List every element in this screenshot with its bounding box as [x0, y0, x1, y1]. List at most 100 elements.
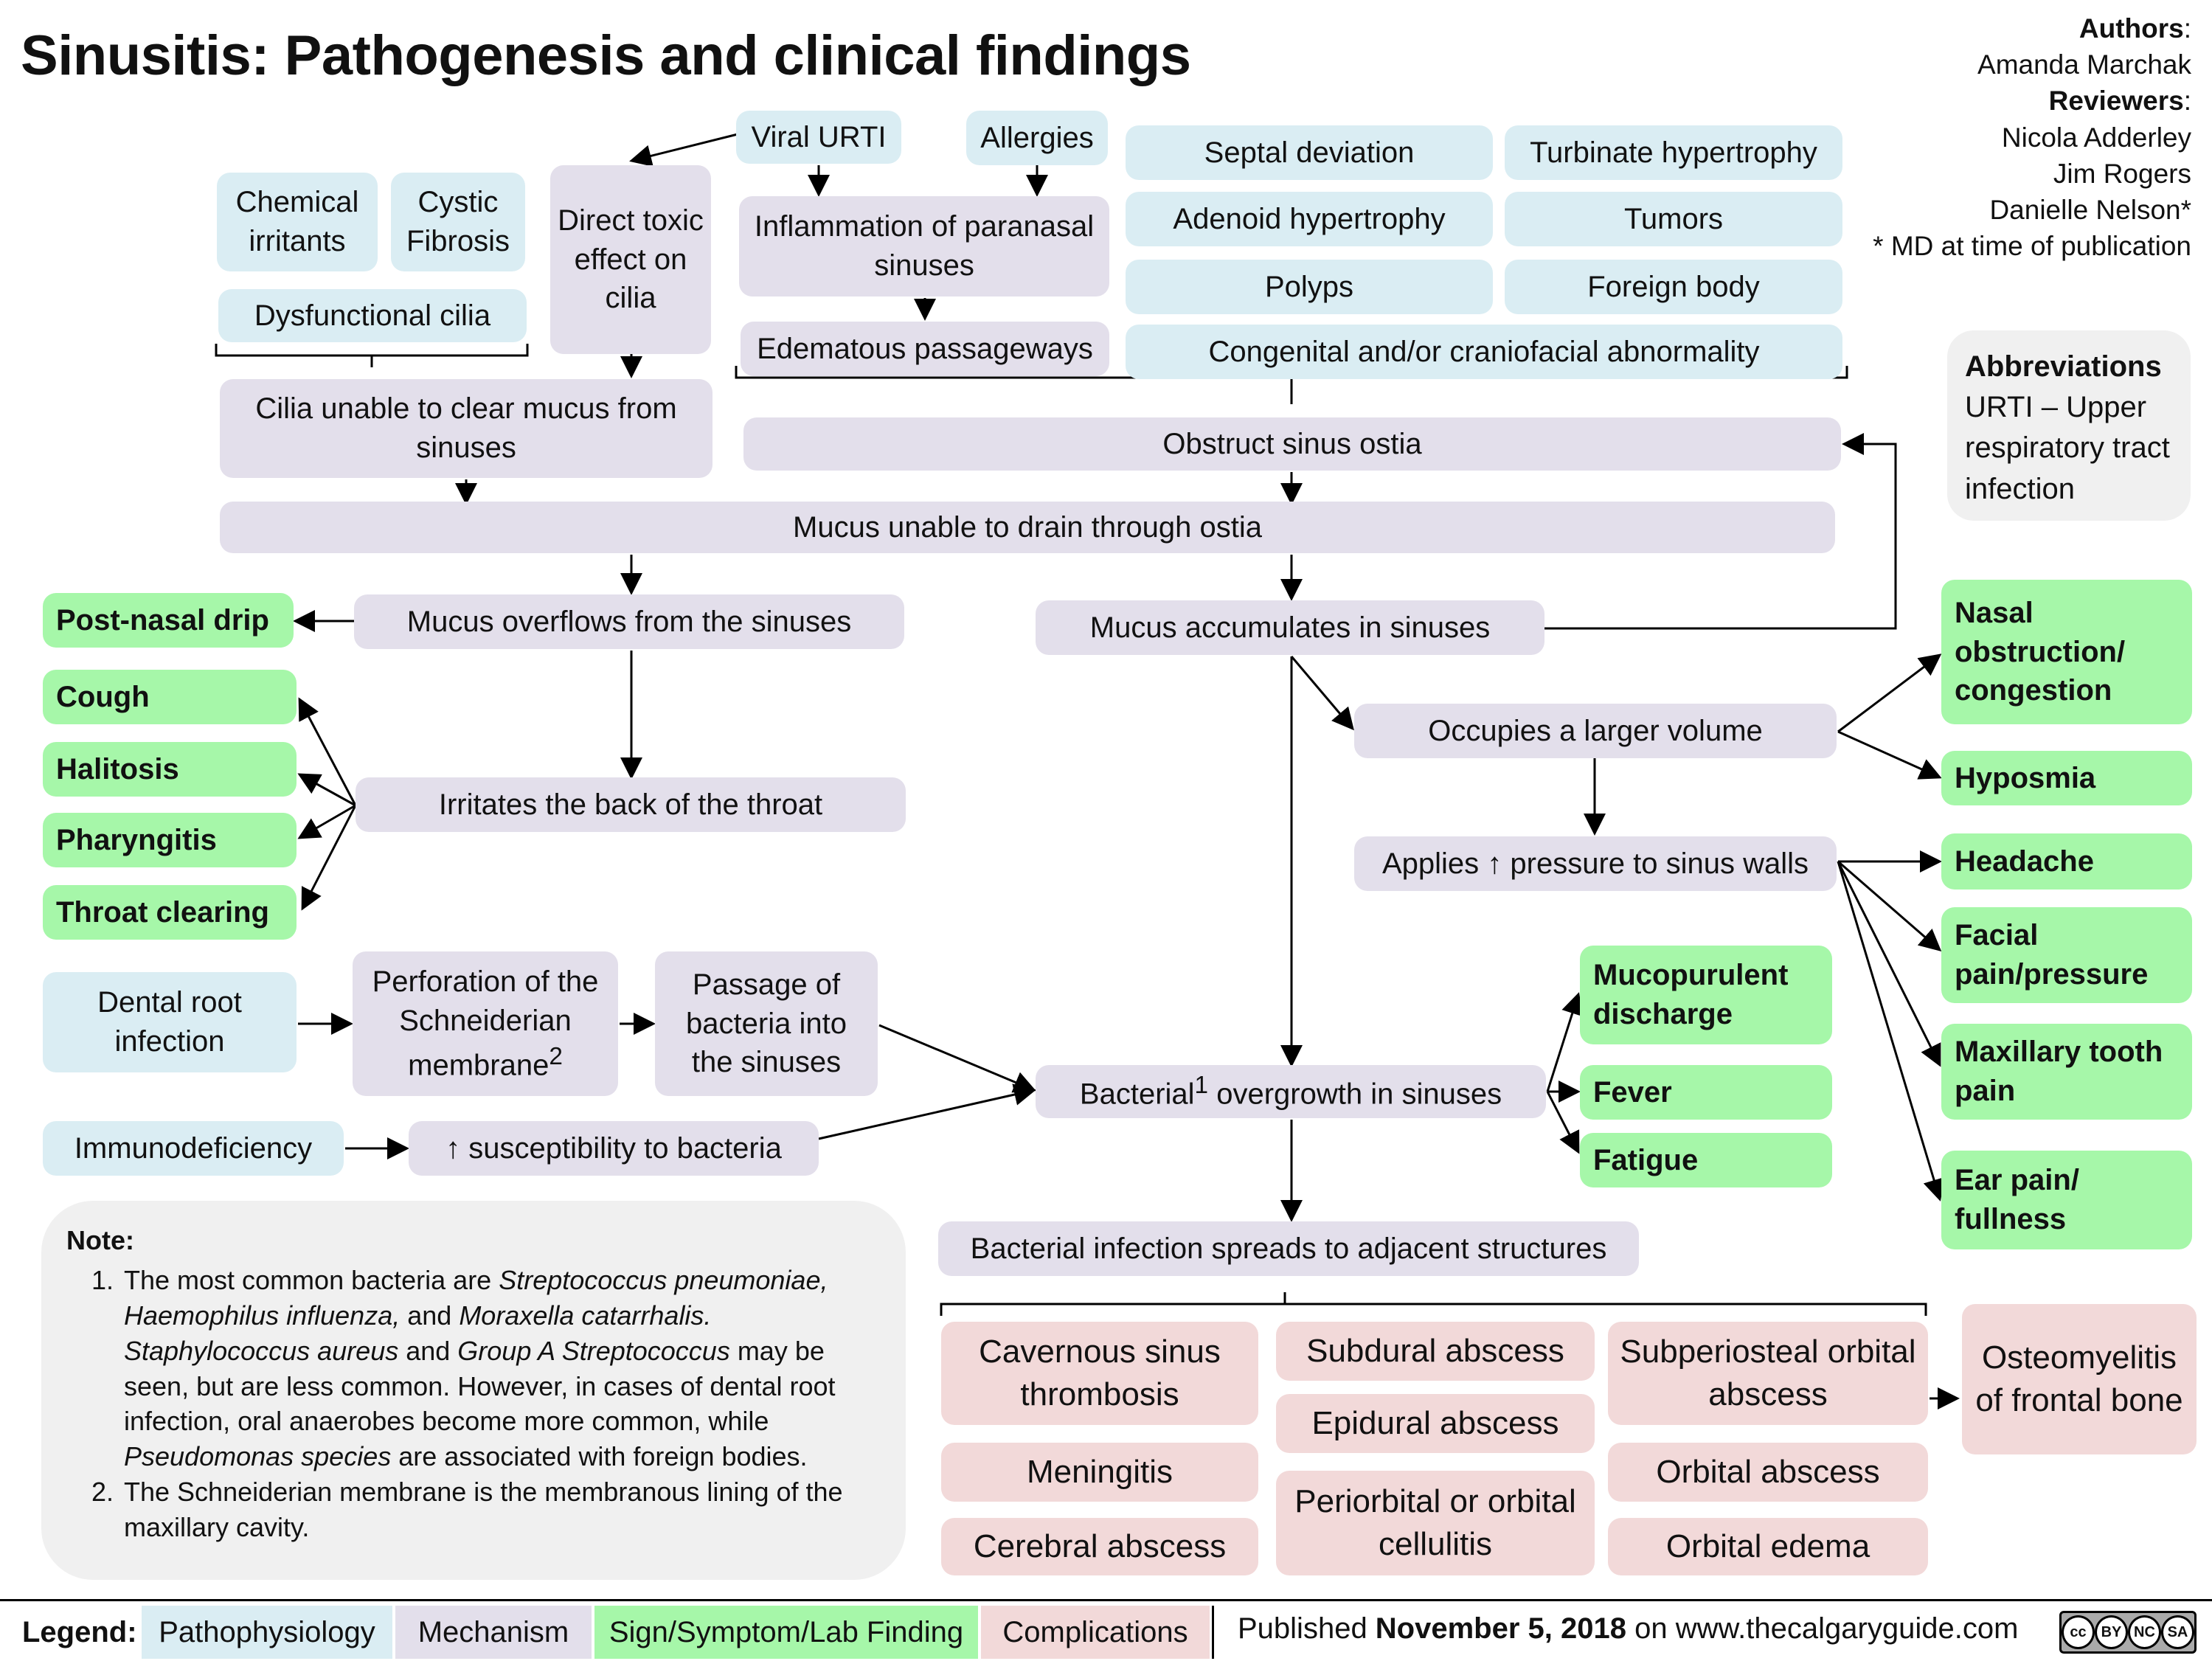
note-item-1: The most common bacteria are Streptococc… — [121, 1263, 882, 1474]
abbreviations-text: URTI – Upper respiratory tract infection — [1965, 391, 2170, 505]
node-congenital: Congenital and/or craniofacial abnormali… — [1126, 325, 1842, 379]
complication-epidural-abscess: Epidural abscess — [1276, 1394, 1595, 1453]
legend-divider — [1212, 1606, 1214, 1659]
sign-pharyngitis: Pharyngitis — [43, 813, 297, 867]
legend-complications: Complications — [981, 1606, 1210, 1659]
node-dental-root-infection: Dental root infection — [43, 972, 297, 1072]
node-susceptibility: ↑ susceptibility to bacteria — [409, 1121, 819, 1176]
node-passage-of-bacteria: Passage of bacteria into the sinuses — [655, 951, 878, 1096]
arrow-irritates-to-cough — [298, 697, 357, 806]
abbreviations-panel: Abbreviations URTI – Upper respiratory t… — [1947, 330, 2191, 521]
bacterial-label-a: Bacterial — [1079, 1078, 1195, 1111]
node-septal-deviation: Septal deviation — [1126, 125, 1493, 180]
reviewer-name: Jim Rogers — [2053, 158, 2191, 189]
node-occupies-larger-volume: Occupies a larger volume — [1354, 704, 1837, 758]
arrow-irritates-to-pharyngitis — [297, 804, 356, 839]
complication-meningitis: Meningitis — [941, 1443, 1258, 1502]
node-direct-toxic-effect: Direct toxic effect on cilia — [550, 165, 711, 354]
arrow-passage-to-bacterial — [878, 1024, 1036, 1093]
cc-icon: cc — [2062, 1615, 2095, 1649]
bacterial-label-b: overgrowth in sinuses — [1208, 1078, 1502, 1111]
node-perforation: Perforation of the Schneiderian membrane… — [353, 951, 618, 1096]
cc-license-badge: cc BY NC SA — [2059, 1611, 2197, 1654]
arrow-bacterial-to-fatigue — [1546, 1091, 1580, 1154]
node-inflammation: Inflammation of paranasal sinuses — [739, 196, 1109, 297]
note-item-2: The Schneiderian membrane is the membran… — [121, 1474, 882, 1545]
node-cystic-fibrosis: Cystic Fibrosis — [391, 173, 525, 271]
authors-footnote: * MD at time of publication — [1873, 231, 2191, 262]
node-applies-pressure: Applies ↑ pressure to sinus walls — [1354, 836, 1837, 891]
arrow-irritates-to-throat-clearing — [301, 805, 357, 911]
title-main: Sinusitis: — [21, 24, 270, 87]
sa-icon: SA — [2161, 1615, 2194, 1649]
sign-nasal-obstruction: Nasal obstruction/ congestion — [1941, 580, 2192, 724]
legend-label: Legend: — [22, 1615, 137, 1648]
node-chemical-irritants: Chemical irritants — [217, 173, 378, 271]
legend-sign-symptom: Sign/Symptom/Lab Finding — [594, 1606, 978, 1659]
complication-subdural-abscess: Subdural abscess — [1276, 1322, 1595, 1381]
note-panel: Note: The most common bacteria are Strep… — [41, 1201, 906, 1580]
note-title: Note: — [66, 1225, 134, 1255]
legend-pathophysiology: Pathophysiology — [142, 1606, 392, 1659]
complication-cerebral-abscess: Cerebral abscess — [941, 1518, 1258, 1575]
sign-fever: Fever — [1580, 1065, 1832, 1120]
abbreviations-title: Abbreviations — [1965, 350, 2162, 383]
node-allergies: Allergies — [966, 111, 1108, 165]
node-turbinate-hypertrophy: Turbinate hypertrophy — [1505, 125, 1842, 180]
complication-cavernous-sinus-thrombosis: Cavernous sinus thrombosis — [941, 1322, 1258, 1425]
arrow-pressure-to-maxillary — [1837, 861, 1941, 1067]
sign-cough: Cough — [43, 670, 297, 724]
node-bacterial-spreads: Bacterial infection spreads to adjacent … — [938, 1221, 1639, 1276]
arrow-pressure-to-ear — [1837, 861, 1945, 1201]
sign-hyposmia: Hyposmia — [1941, 751, 2192, 805]
complication-orbital-abscess: Orbital abscess — [1608, 1443, 1928, 1502]
arrow-occupies-to-nasal — [1837, 653, 1942, 733]
nc-icon: NC — [2128, 1615, 2161, 1649]
sign-headache: Headache — [1941, 833, 2192, 890]
published-date: November 5, 2018 — [1375, 1612, 1626, 1645]
sign-throat-clearing: Throat clearing — [43, 885, 297, 940]
arrow-viral-to-direct — [629, 133, 738, 167]
arrow-pressure-to-facial — [1837, 860, 1942, 951]
reviewer-name: Danielle Nelson* — [1989, 195, 2191, 226]
sign-facial-pain: Facial pain/pressure — [1941, 907, 2192, 1003]
arrow-susceptibility-to-bacterial — [818, 1083, 1036, 1140]
reviewer-name: Nicola Adderley — [2001, 122, 2191, 153]
sign-mucopurulent-discharge: Mucopurulent discharge — [1580, 946, 1832, 1044]
reviewers-label: Reviewers — [2048, 86, 2184, 117]
node-adenoid-hypertrophy: Adenoid hypertrophy — [1126, 192, 1493, 246]
arrow-bacterial-to-mucopurulent — [1546, 992, 1584, 1092]
complication-orbital-edema: Orbital edema — [1608, 1518, 1928, 1575]
node-bacterial-overgrowth: Bacterial1 overgrowth in sinuses — [1036, 1065, 1546, 1118]
sign-maxillary-tooth-pain: Maxillary tooth pain — [1941, 1024, 2192, 1120]
node-irritates-throat: Irritates the back of the throat — [356, 777, 906, 832]
published-site: on www.thecalgaryguide.com — [1626, 1612, 2019, 1645]
page-title: Sinusitis: Pathogenesis and clinical fin… — [21, 24, 1191, 88]
sign-ear-pain: Ear pain/ fullness — [1941, 1151, 2192, 1249]
node-mucus-overflows: Mucus overflows from the sinuses — [354, 594, 904, 649]
node-edematous: Edematous passageways — [741, 322, 1109, 376]
node-tumors: Tumors — [1505, 192, 1842, 246]
author-name: Amanda Marchak — [1977, 49, 2191, 80]
title-rest: Pathogenesis and clinical findings — [284, 24, 1191, 87]
sign-post-nasal-drip: Post-nasal drip — [43, 593, 294, 648]
node-viral-urti: Viral URTI — [736, 111, 901, 164]
node-obstruct-sinus-ostia: Obstruct sinus ostia — [743, 417, 1841, 471]
arrow-occupies-to-hyposmia — [1837, 730, 1942, 780]
perforation-label: Perforation of the Schneiderian membrane — [372, 965, 599, 1082]
authors-block: Authors: Amanda Marchak Reviewers: Nicol… — [1873, 10, 2191, 264]
legend-bar: Legend: Pathophysiology Mechanism Sign/S… — [0, 1599, 2212, 1661]
complication-periorbital-cellulitis: Periorbital or orbital cellulitis — [1276, 1471, 1595, 1575]
sign-halitosis: Halitosis — [43, 742, 297, 797]
brace-cilia-causes — [215, 344, 529, 367]
by-icon: BY — [2095, 1615, 2128, 1649]
node-cilia-unable: Cilia unable to clear mucus from sinuses — [220, 379, 713, 478]
brace-complications — [940, 1292, 1927, 1316]
arrow-accumulates-to-occupies — [1290, 656, 1354, 731]
sign-fatigue: Fatigue — [1580, 1133, 1832, 1187]
node-dysfunctional-cilia: Dysfunctional cilia — [218, 289, 527, 342]
node-foreign-body: Foreign body — [1505, 260, 1842, 314]
node-mucus-unable-to-drain: Mucus unable to drain through ostia — [220, 502, 1835, 553]
node-mucus-accumulates: Mucus accumulates in sinuses — [1036, 600, 1544, 655]
